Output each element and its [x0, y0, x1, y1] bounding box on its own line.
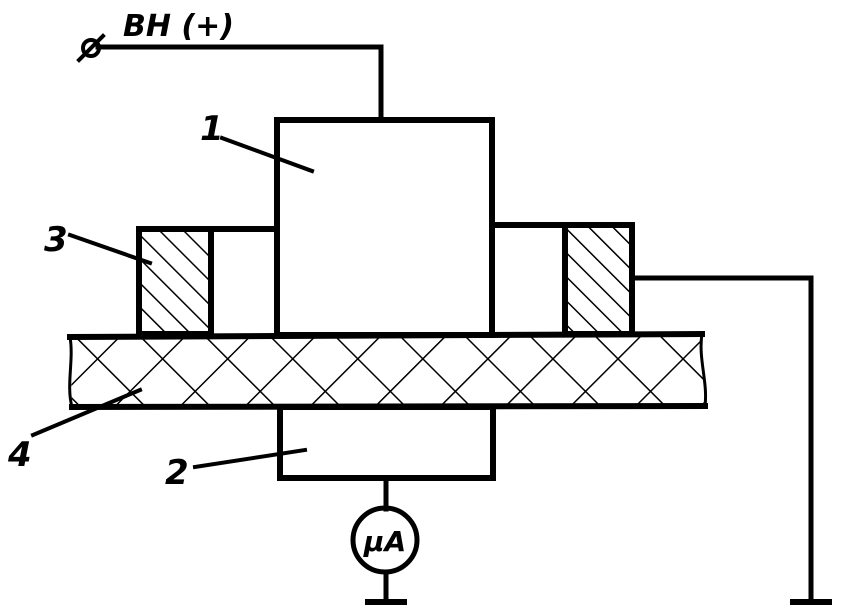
leader-3 — [67, 232, 153, 266]
label-4: 4 — [7, 435, 32, 475]
leader-1 — [219, 135, 315, 174]
supply-label: ВН (+) — [123, 9, 234, 44]
leader-4 — [30, 387, 143, 438]
supply-wire — [76, 33, 384, 123]
leader-2 — [192, 447, 308, 470]
label-1: 1 — [200, 109, 224, 149]
guard-ring-right — [489, 222, 635, 337]
guard-ground-wire — [629, 275, 814, 603]
guard-ring-left — [136, 226, 280, 337]
upper-electrode — [274, 117, 495, 338]
microammeter-label: µA — [363, 525, 406, 558]
label-2: 2 — [165, 453, 189, 493]
lower-electrode — [277, 404, 496, 481]
label-3: 3 — [44, 220, 68, 260]
sample-sheet — [66, 330, 709, 411]
